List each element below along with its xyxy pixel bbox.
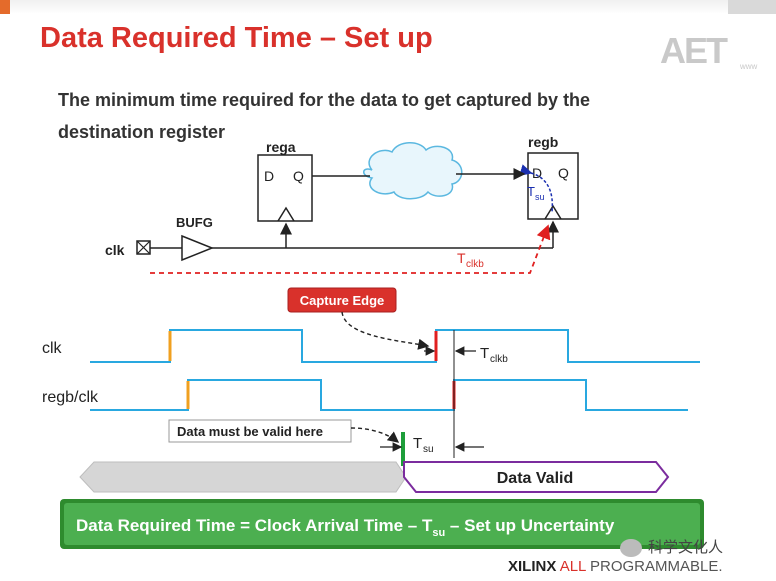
wave-tclkb-main: T	[480, 345, 489, 362]
brand-all: ALL	[559, 558, 586, 575]
tclkb-path	[150, 224, 551, 274]
regb-q-label: Q	[558, 165, 569, 181]
capture-edge-arrow	[341, 311, 430, 350]
capture-edge-callout: Capture Edge	[287, 287, 397, 313]
top-bar-corner	[728, 0, 776, 14]
rega-d-label: D	[264, 168, 274, 184]
wechat-name: 科学文化人	[648, 539, 724, 556]
equation-box: Data Required Time = Clock Arrival Time …	[60, 499, 704, 549]
capture-edge-label: Capture Edge	[300, 293, 385, 308]
schematic-clk-label: clk	[105, 242, 125, 258]
wave-tsu-sub: su	[423, 444, 434, 455]
data-must-valid-callout: Data must be valid here	[168, 419, 352, 443]
data-must-valid-arrow	[350, 427, 400, 443]
rega-register: rega D Q	[257, 139, 313, 222]
slide-subtitle: The minimum time required for the data t…	[58, 90, 591, 142]
brand-programmable: PROGRAMMABLE.	[590, 558, 723, 575]
schematic-tclkb-sub: clkb	[466, 259, 484, 270]
schematic-tclkb-main: T	[457, 250, 466, 266]
clk-waveform	[90, 329, 700, 363]
regb-tsu-main: T	[527, 184, 535, 199]
regb-d-label: D	[532, 165, 542, 181]
equation-text: Data Required Time = Clock Arrival Time …	[76, 516, 615, 539]
wechat-icon	[620, 539, 642, 558]
wave-tsu-main: T	[413, 435, 422, 452]
wave-tclkb-sub: clkb	[490, 354, 508, 365]
wechat-watermark: 科学文化人	[620, 536, 724, 558]
regb-tsu-sub: su	[535, 192, 545, 202]
regb-label: regb	[528, 134, 558, 150]
aet-logo-sub: www	[740, 62, 758, 71]
wave-regb-clk-label: regb/clk	[42, 389, 99, 406]
xilinx-brand: XILINX ALL PROGRAMMABLE.	[508, 558, 723, 575]
top-bar	[0, 0, 776, 14]
rega-q-label: Q	[293, 168, 304, 184]
data-valid-region	[403, 461, 670, 493]
logic-cloud	[363, 142, 463, 200]
brand-xilinx: XILINX	[508, 558, 557, 575]
data-invalid-region	[79, 461, 407, 493]
rega-label: rega	[266, 139, 296, 155]
regb-clk-waveform	[90, 379, 688, 411]
data-must-valid-label: Data must be valid here	[177, 424, 323, 439]
bufg-buffer: BUFG	[176, 215, 215, 262]
slide-title: Data Required Time – Set up	[40, 22, 433, 54]
top-bar-accent	[0, 0, 10, 14]
wave-clk-label: clk	[42, 340, 63, 357]
regb-register: regb D Q T su	[519, 134, 579, 220]
bufg-label: BUFG	[176, 215, 213, 230]
aet-logo: AET	[660, 30, 728, 71]
clk-input-port: clk	[105, 240, 151, 258]
data-valid-label: Data Valid	[497, 470, 573, 487]
